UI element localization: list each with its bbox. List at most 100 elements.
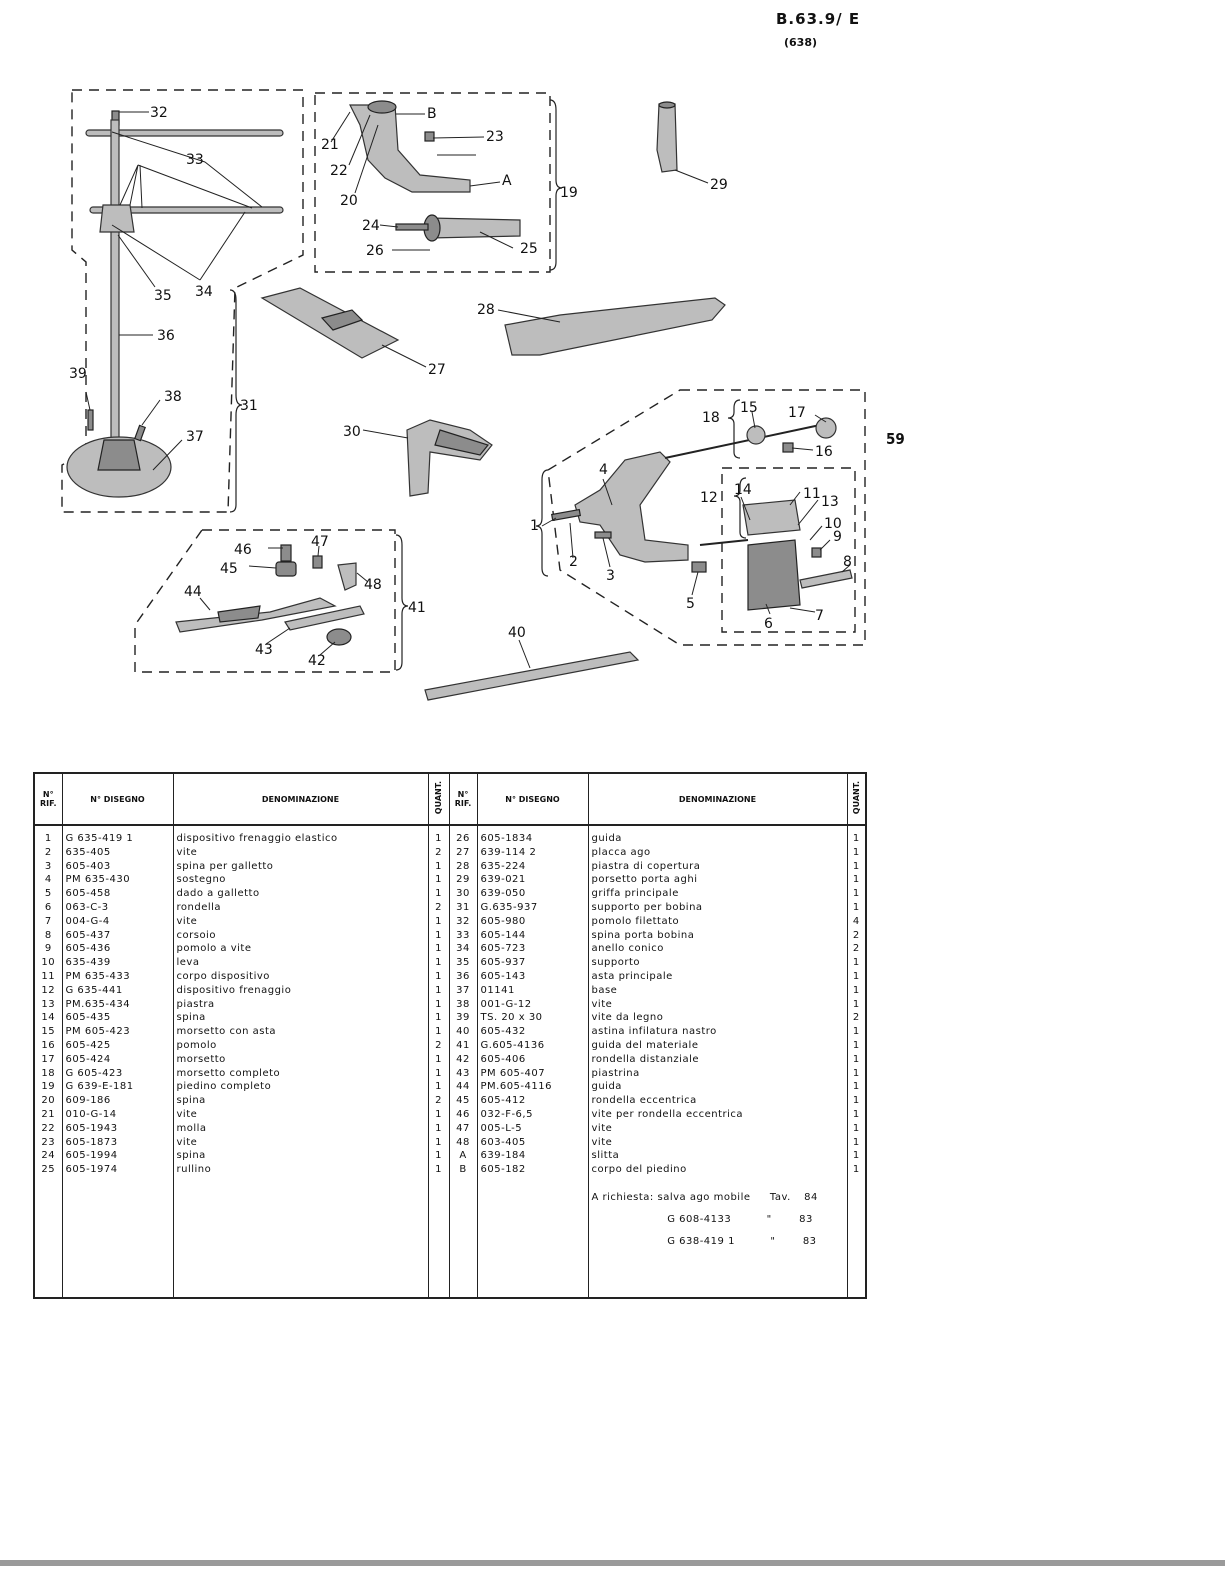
table-cell-dis: G.635-937 [480, 901, 538, 913]
table-cell-rif: 21 [41, 1108, 56, 1120]
clamp-15 [746, 425, 766, 445]
note-ditto-3: " [770, 1235, 776, 1247]
table-cell-rif: 40 [456, 1026, 470, 1038]
table-cell-den: molla [176, 1122, 207, 1134]
table-cell-rif: 1 [44, 833, 52, 844]
table-cell-den: rullino [176, 1164, 212, 1176]
table-cell-rif: 11 [41, 970, 56, 982]
note-line-1: A richiesta: salva ago mobile Tav. 84 [592, 1191, 844, 1213]
table-cell-den: morsetto completo [176, 1067, 281, 1079]
table-cell-rif: 18 [41, 1067, 56, 1079]
table-cell-dis: 609-186 [65, 1095, 111, 1107]
table-cell-q: 1 [852, 1026, 860, 1038]
screw-47 [312, 555, 323, 569]
table-cell-q: 2 [435, 1095, 442, 1107]
table-cell-q: 1 [435, 860, 442, 872]
base-column [97, 439, 141, 471]
table-cell-dis: PM 635-433 [65, 970, 131, 982]
table-cell-rif: 12 [41, 984, 56, 996]
note-tav-number-1: 84 [804, 1191, 818, 1203]
table-cell-rif: 31 [456, 901, 470, 913]
callout-label-1: 1 [530, 518, 539, 534]
table-cell-q: 1 [435, 1026, 442, 1038]
table-cell-q: 1 [852, 984, 860, 996]
table-cell-q: 1 [435, 984, 442, 996]
table-cell-den: piedino completo [176, 1081, 272, 1093]
header-denominazione-left: DENOMINAZIONE [172, 773, 429, 826]
callout-label-48: 48 [364, 577, 382, 593]
screw-46 [280, 544, 292, 562]
table-cell-dis: 605-1834 [480, 833, 533, 844]
table-cell-rif: 15 [41, 1026, 56, 1038]
table-cell-rif: 13 [41, 998, 56, 1010]
table-cell-dis: 605-435 [65, 1012, 111, 1024]
table-cell-rif: 47 [456, 1122, 470, 1134]
header-denominazione-right: DENOMINAZIONE [587, 773, 848, 826]
table-cell-rif: 30 [456, 888, 470, 900]
callout-label-28: 28 [477, 302, 495, 318]
slider-8 [799, 569, 853, 589]
table-cell-den: astina infilatura nastro [591, 1026, 717, 1038]
callout-label-43: 43 [255, 642, 273, 658]
callout-label-3: 3 [606, 568, 615, 584]
table-cell-rif: 48 [456, 1136, 470, 1148]
screw-23 [424, 131, 435, 142]
page-bottom-bar [0, 1560, 1225, 1566]
table-cell-den: guida del materiale [591, 1039, 699, 1051]
callout-label-5: 5 [686, 596, 695, 612]
table-cell-rif: A [459, 1150, 467, 1162]
table-cell-q: 1 [852, 901, 860, 913]
table-cell-den: vite [176, 915, 198, 927]
table-cell-q: 1 [435, 1136, 442, 1148]
table-cell-q: 1 [852, 1136, 860, 1148]
table-cell-q: 1 [852, 1095, 860, 1107]
header-rif-right: N° RIF. [448, 773, 478, 826]
callout-label-41: 41 [408, 600, 426, 616]
needle-holder [656, 103, 678, 173]
table-cell-q: 1 [852, 888, 860, 900]
callout-label-14: 14 [734, 482, 752, 498]
foot-top [367, 100, 397, 114]
table-cell-rif: 42 [456, 1053, 470, 1065]
table-cell-dis: 605-436 [65, 943, 111, 955]
table-cell-rif: 43 [456, 1067, 470, 1079]
table-cell-rif: 8 [44, 929, 52, 941]
table-cell-q: 1 [435, 874, 442, 886]
table-cell-dis: 605-458 [65, 888, 111, 900]
table-cell-rif: 17 [41, 1053, 56, 1065]
callout-label-16: 16 [815, 444, 833, 460]
callout-label-33: 33 [186, 152, 204, 168]
table-cell-dis: 605-937 [480, 957, 526, 969]
table-cell-rif: 10 [41, 957, 56, 969]
table-cell-den: corpo del piedino [591, 1164, 687, 1176]
table-cell-den: vite [591, 1122, 613, 1134]
washer-42 [326, 628, 352, 646]
table-cell-dis: PM 605-407 [480, 1067, 546, 1079]
callout-label-17: 17 [788, 405, 806, 421]
note-label: A richiesta: salva ago mobile [591, 1191, 751, 1203]
table-cell-den: supporto [591, 957, 641, 969]
table-cell-den: morsetto con asta [176, 1026, 276, 1038]
table-cell-den: placca ago [591, 846, 651, 858]
table-cell-rif: 45 [456, 1095, 470, 1107]
table-cell-den: pomolo [176, 1039, 217, 1051]
table-cell-den: spina per galletto [176, 860, 274, 872]
table-cell-dis: 639-050 [480, 888, 526, 900]
callout-label-26: 26 [366, 243, 384, 259]
table-cell-dis: 032-F-6,5 [480, 1108, 533, 1120]
callout-label-44: 44 [184, 584, 202, 600]
table-cell-rif: 32 [456, 915, 470, 927]
table-cell-rif: 25 [41, 1164, 56, 1176]
table-cell-rif: 33 [456, 929, 470, 941]
table-cell-dis: 005-L-5 [480, 1122, 523, 1134]
table-cell-rif: 36 [456, 970, 470, 982]
table-cell-rif: 19 [41, 1081, 56, 1093]
note-code-2: G 608-4133 [667, 1213, 732, 1225]
note-tav: Tav. [769, 1191, 791, 1203]
callout-label-b: B [427, 106, 437, 122]
table-cell-den: vite [591, 1136, 613, 1148]
table-cell-rif: 38 [456, 998, 470, 1010]
table-cell-den: dado a galletto [176, 888, 260, 900]
table-cell-den: vite per rondella eccentrica [591, 1108, 744, 1120]
callout-label-39: 39 [69, 366, 87, 382]
